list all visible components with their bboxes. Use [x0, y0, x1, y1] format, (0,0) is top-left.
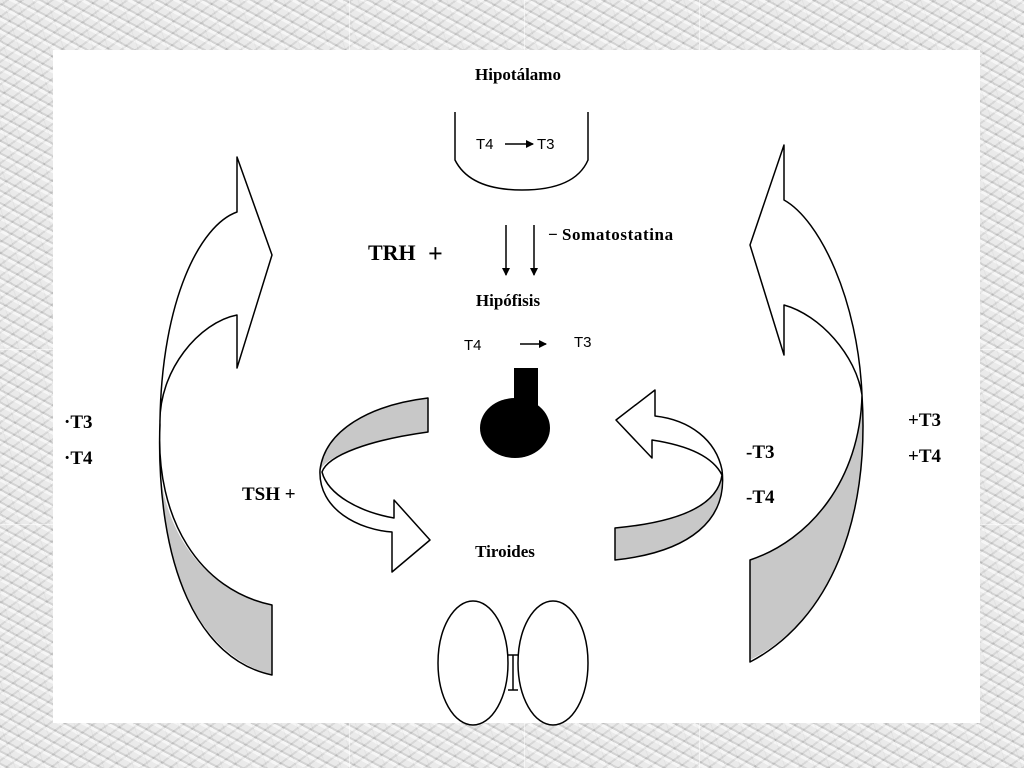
right-inner-t3-label: -T3: [746, 442, 775, 463]
hypothalamus-t4-label: T4: [476, 136, 494, 153]
thyroid-feedback-arrow-icon: [614, 389, 724, 561]
thyroid-feedback-arrow-fill: [615, 475, 723, 560]
right-outer-t3-label: +T3: [908, 410, 941, 431]
right-feedback-arrow-fill: [750, 395, 864, 660]
somatostatin-label: Somatostatina: [562, 225, 674, 244]
tsh-label: TSH +: [242, 484, 296, 505]
right-feedback-arrow-icon: [749, 144, 864, 663]
thyroid-gland-icon: [437, 600, 589, 726]
hypothalamus-shape: [454, 112, 589, 191]
trh-label: TRH: [368, 240, 416, 265]
right-inner-t4-label: -T4: [746, 487, 775, 508]
tsh-arrow-icon: [319, 397, 431, 573]
trh-sign: +: [428, 239, 443, 268]
left-t4-label: ·T4: [64, 448, 93, 469]
pituitary-t4-label: T4: [464, 337, 482, 354]
left-feedback-arrow-fill: [158, 425, 272, 675]
pituitary-label: Hipófisis: [476, 291, 541, 310]
thyroid-label: Tiroides: [475, 542, 535, 561]
pituitary-t3-label: T3: [574, 334, 592, 351]
left-feedback-arrow-icon: [158, 156, 273, 676]
tsh-arrow-fill: [320, 398, 428, 470]
left-t3-label: ·T3: [64, 412, 93, 433]
right-outer-t4-label: +T4: [908, 446, 941, 467]
somatostatin-sign: −: [548, 225, 558, 244]
pituitary-gland-icon: [480, 368, 550, 458]
hypothalamus-label: Hipotálamo: [475, 65, 561, 84]
hypothalamus-t3-label: T3: [537, 136, 555, 153]
